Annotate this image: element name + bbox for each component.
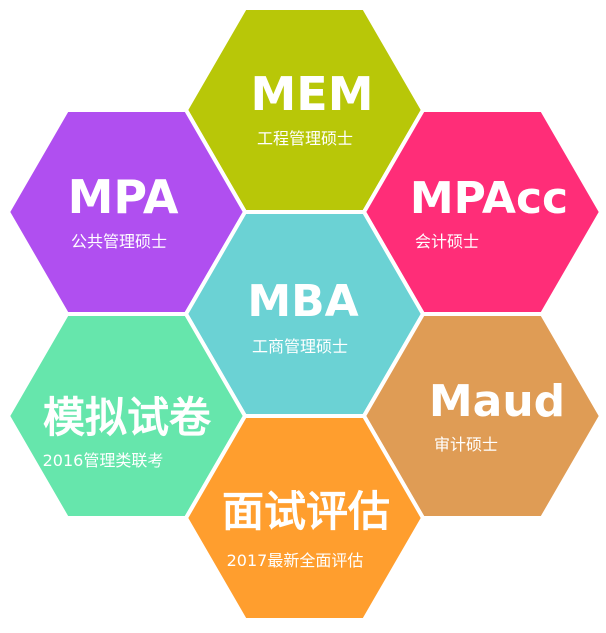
hex-mock-exam-subtitle: 2016管理类联考	[43, 451, 164, 470]
hex-mock-exam-title: 模拟试卷	[43, 393, 212, 442]
hex-maud-subtitle: 审计硕士	[434, 435, 498, 454]
hex-mba-title: MBA	[247, 276, 358, 327]
hex-interview-eval-shape	[183, 414, 426, 622]
hex-interview-eval[interactable]: 面试评估 2017最新全面评估	[183, 414, 426, 622]
hex-mpacc-subtitle: 会计硕士	[415, 232, 479, 251]
hex-mpacc-title: MPAcc	[410, 173, 568, 224]
hex-mba-subtitle: 工商管理硕士	[252, 337, 348, 356]
hex-mpa-subtitle: 公共管理硕士	[71, 232, 167, 251]
hex-mock-exam[interactable]: 模拟试卷 2016管理类联考	[5, 312, 248, 520]
hex-mem-title: MEM	[251, 67, 374, 121]
hex-mpa[interactable]: MPA 公共管理硕士	[5, 108, 248, 316]
hex-maud-title: Maud	[429, 376, 565, 427]
hex-interview-eval-subtitle: 2017最新全面评估	[227, 551, 364, 570]
hex-mem-subtitle: 工程管理硕士	[257, 129, 353, 148]
hex-mpacc[interactable]: MPAcc 会计硕士	[361, 108, 604, 316]
hex-mpa-title: MPA	[68, 170, 179, 224]
hex-interview-eval-title: 面试评估	[222, 487, 390, 536]
